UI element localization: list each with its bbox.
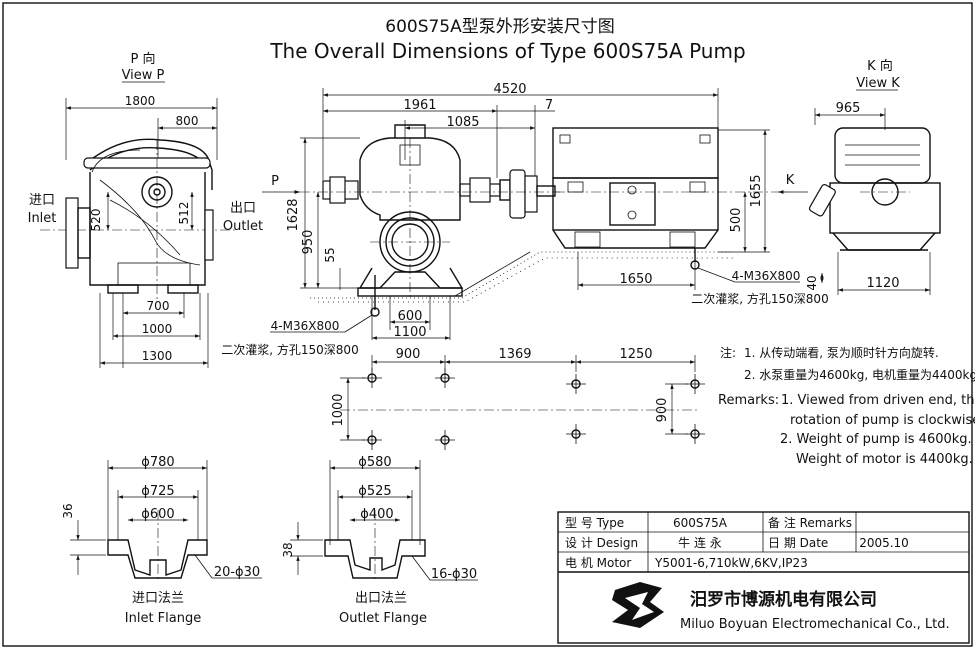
dim-4520: 4520 [493,82,526,97]
dim-1800: 1800 [125,94,156,108]
outlet-d400: ϕ400 [360,507,393,522]
tb-type-value: 600S75A [673,516,728,530]
drawing-title: 600S75A型泵外形安装尺寸图 The Overall Dimensions … [269,17,745,63]
outlet-flange: ϕ580 ϕ525 ϕ400 38 16-ϕ30 出口法兰 Outlet Fla… [281,455,478,626]
notes-en-1a: 1. Viewed from driven end, the [781,393,975,408]
bolt-holes [362,368,705,450]
view-k: K 向 View K 965 40 1120 [805,58,941,295]
dim-40: 40 [805,275,819,290]
tb-date-value: 2005.10 [859,536,909,550]
grout-label-left: 二次灌浆, 方孔150深800 [221,342,358,357]
dim-512: 512 [177,202,191,225]
title-block: 型 号 Type 600S75A 备 注 Remarks 设 计 Design … [557,511,970,644]
notes-cn-1: 1. 从传动端看, 泵为顺时针方向旋转. [744,345,939,360]
outlet-label-cn: 出口 [230,201,256,216]
dim-1650: 1650 [619,272,652,287]
outlet-flange-en: Outlet Flange [339,611,427,626]
dim-600: 600 [398,309,423,324]
outlet-t38: 38 [281,542,295,557]
dim-520: 520 [89,209,103,232]
inlet-label-cn: 进口 [29,193,55,208]
tb-remarks-label: 备 注 Remarks [768,515,852,530]
dim-1000-foundation: 1000 [331,393,346,426]
dim-965: 965 [836,101,861,116]
inlet-d725: ϕ725 [141,484,174,499]
bolt-label-left: 4-M36X800 [271,319,340,333]
notes: 注: 1. 从传动端看, 泵为顺时针方向旋转. 2. 水泵重量为4600kg, … [718,345,975,467]
foundation-plan: 900 1369 1250 1000 900 [331,347,705,450]
inlet-holes: 20-ϕ30 [214,565,260,580]
dim-950: 950 [301,230,316,255]
dim-1628: 1628 [286,198,301,231]
notes-en-1b: rotation of pump is clockwise. [790,413,975,428]
company-logo [612,582,664,628]
notes-cn-label: 注: [720,345,736,360]
dim-1250: 1250 [619,347,652,362]
view-p: P 向 View P 1800 800 5 [28,51,263,368]
inlet-label-en: Inlet [28,211,57,226]
dim-1120: 1120 [866,276,899,291]
dim-55: 55 [323,247,337,262]
view-k-label-cn: K 向 [867,58,893,74]
tb-design-label: 设 计 Design [565,536,638,550]
bolt-label-right: 4-M36X800 [732,269,801,283]
inlet-t36: 36 [61,503,75,518]
tb-design-value: 牛 连 永 [678,535,722,550]
company-name-cn: 汨罗市博源机电有限公司 [690,589,877,610]
dim-900a: 900 [396,347,421,362]
dim-1300: 1300 [142,349,173,363]
notes-en-2a: 2. Weight of pump is 4600kg. [780,432,972,447]
dim-1085: 1085 [446,115,479,130]
dim-7: 7 [545,98,553,113]
view-k-arrow-label: K [786,173,795,188]
tb-motor-label: 电 机 Motor [565,556,631,570]
tb-date-label: 日 期 Date [768,536,828,550]
notes-en-label: Remarks: [718,393,779,408]
dim-1369: 1369 [498,347,531,362]
dim-1100: 1100 [393,325,426,340]
company-name-en: Miluo Boyuan Electromechanical Co., Ltd. [680,617,950,632]
view-p-arrow-label: P [271,174,279,189]
view-p-label-cn: P 向 [131,51,156,67]
notes-cn-2: 2. 水泵重量为4600kg, 电机重量为4400kg. [744,368,975,382]
dim-500: 500 [729,208,744,233]
tb-type-label: 型 号 Type [565,516,624,530]
title-en: The Overall Dimensions of Type 600S75A P… [269,39,745,63]
dim-1655: 1655 [749,174,764,207]
inlet-d780: ϕ780 [141,455,174,470]
outlet-d525: ϕ525 [358,484,391,499]
grout-label-right: 二次灌浆, 方孔150深800 [691,291,828,306]
inlet-flange: ϕ780 ϕ725 ϕ600 36 20-ϕ30 进口法兰 Inlet Flan… [61,455,262,626]
notes-en-2b: Weight of motor is 4400kg. [796,452,973,467]
inlet-flange-cn: 进口法兰 [132,591,184,606]
front-view: P 4520 1961 7 1085 [221,82,828,357]
dim-1961: 1961 [403,98,436,113]
outlet-holes: 16-ϕ30 [431,567,477,582]
dim-800: 800 [176,114,199,128]
tb-motor-value: Y5001-6,710kW,6KV,IP23 [654,556,808,570]
outlet-d580: ϕ580 [358,455,391,470]
title-cn: 600S75A型泵外形安装尺寸图 [385,17,615,37]
dim-700: 700 [147,299,170,313]
dim-900b: 900 [655,398,670,423]
dim-1000: 1000 [142,322,173,336]
outlet-label-en: Outlet [223,219,263,234]
inlet-flange-en: Inlet Flange [125,611,201,626]
outlet-flange-cn: 出口法兰 [355,591,407,606]
view-k-label-en: View K [856,76,900,91]
view-p-label-en: View P [122,68,165,83]
